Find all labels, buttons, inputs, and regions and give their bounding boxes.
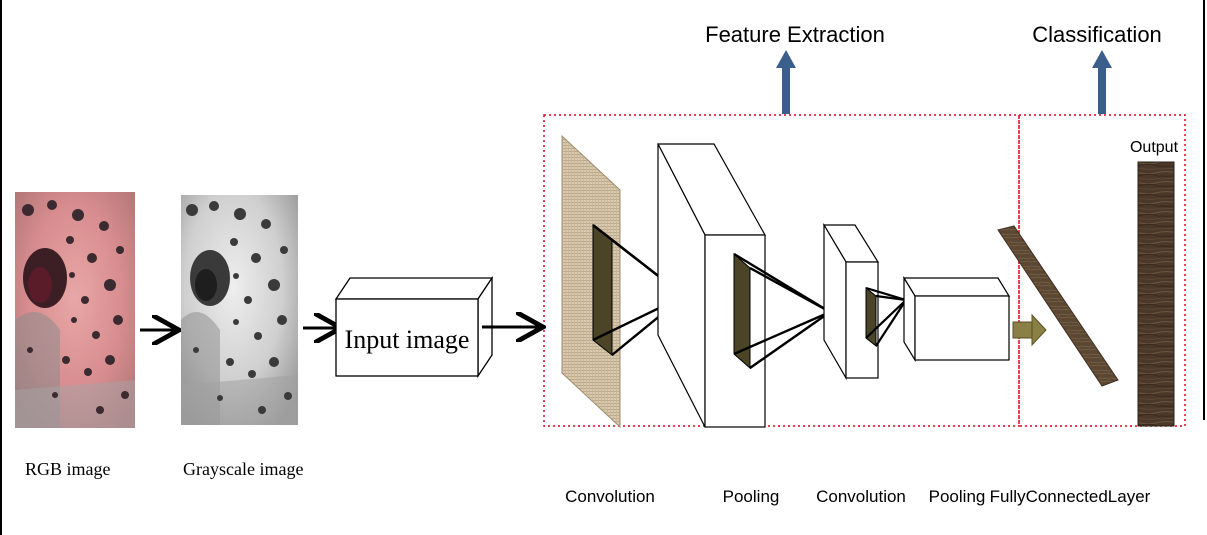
input-image-label: Input image [345,325,470,354]
fully-connected-layer [997,225,1119,387]
rgb-image [15,192,135,428]
label-convolution-1: Convolution [565,487,655,506]
label-fully-connected: FullyConnectedLayer [990,487,1151,506]
grayscale-image-caption: Grayscale image [183,459,303,479]
up-arrow-feature-icon [776,50,796,114]
up-arrow-classification-icon [1092,50,1112,114]
output-label: Output [1130,139,1179,156]
conv2-projection-icon [865,286,907,347]
rgb-image-caption: RGB image [25,459,111,479]
feature-extraction-box [543,114,1020,427]
label-pooling-2: Pooling [929,487,986,506]
label-pooling-1: Pooling [723,487,780,506]
pool1-projection-icon [733,252,831,369]
classification-title: Classification [1032,22,1162,47]
pooling-layer-2 [902,275,1011,363]
label-convolution-2: Convolution [816,487,906,506]
grayscale-image [181,195,298,425]
conv-layer-1 [561,134,621,429]
feature-extraction-title: Feature Extraction [705,22,885,47]
output-layer [1137,161,1175,427]
fc-input-arrow-icon [1012,313,1047,347]
classification-box [1018,114,1186,427]
